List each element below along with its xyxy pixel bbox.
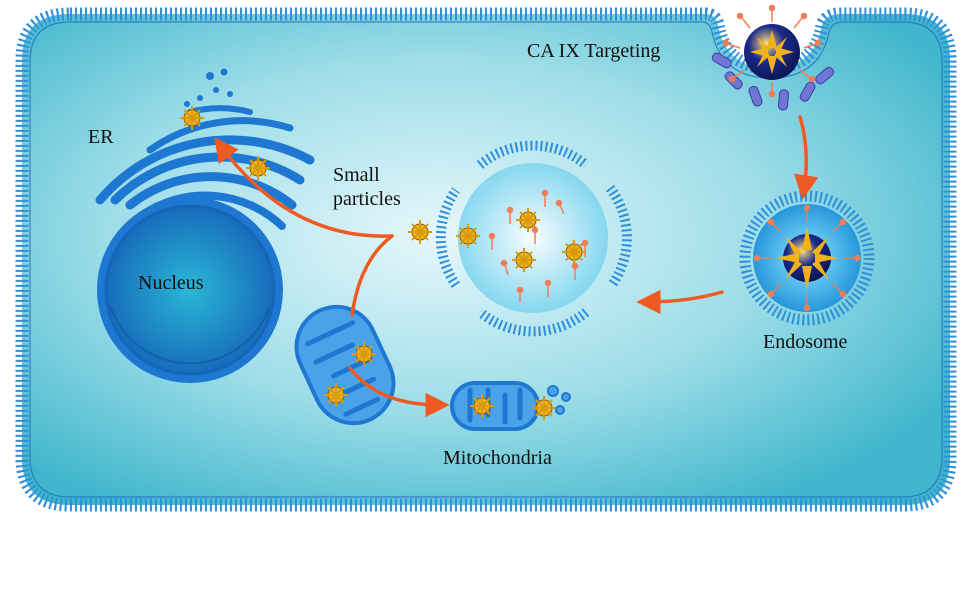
label-endosome: Endosome — [763, 331, 848, 353]
arrow-to-mito-branch — [350, 234, 394, 317]
small-particles — [180, 106, 586, 420]
ca-ix-nanoparticle — [711, 4, 835, 111]
label-nucleus: Nucleus — [138, 272, 204, 294]
label-mitochondria: Mitochondria — [443, 447, 552, 469]
label-small: Small — [333, 164, 380, 186]
mitochondrion-small — [450, 381, 571, 431]
endosome — [739, 190, 875, 326]
label-ca-ix-targeting: CA IX Targeting — [527, 40, 660, 62]
label-er: ER — [88, 126, 114, 148]
arrow-to-endosome — [794, 115, 819, 200]
arrow-to-er — [214, 137, 394, 238]
label-particles: particles — [333, 188, 401, 210]
release-vesicle — [435, 140, 632, 337]
arrow-to-vesicle — [636, 289, 724, 315]
arrow-to-mitochondria — [348, 366, 450, 418]
nucleus — [97, 197, 283, 383]
mitochondrion-large — [294, 304, 396, 426]
pathway-arrows — [214, 115, 819, 418]
